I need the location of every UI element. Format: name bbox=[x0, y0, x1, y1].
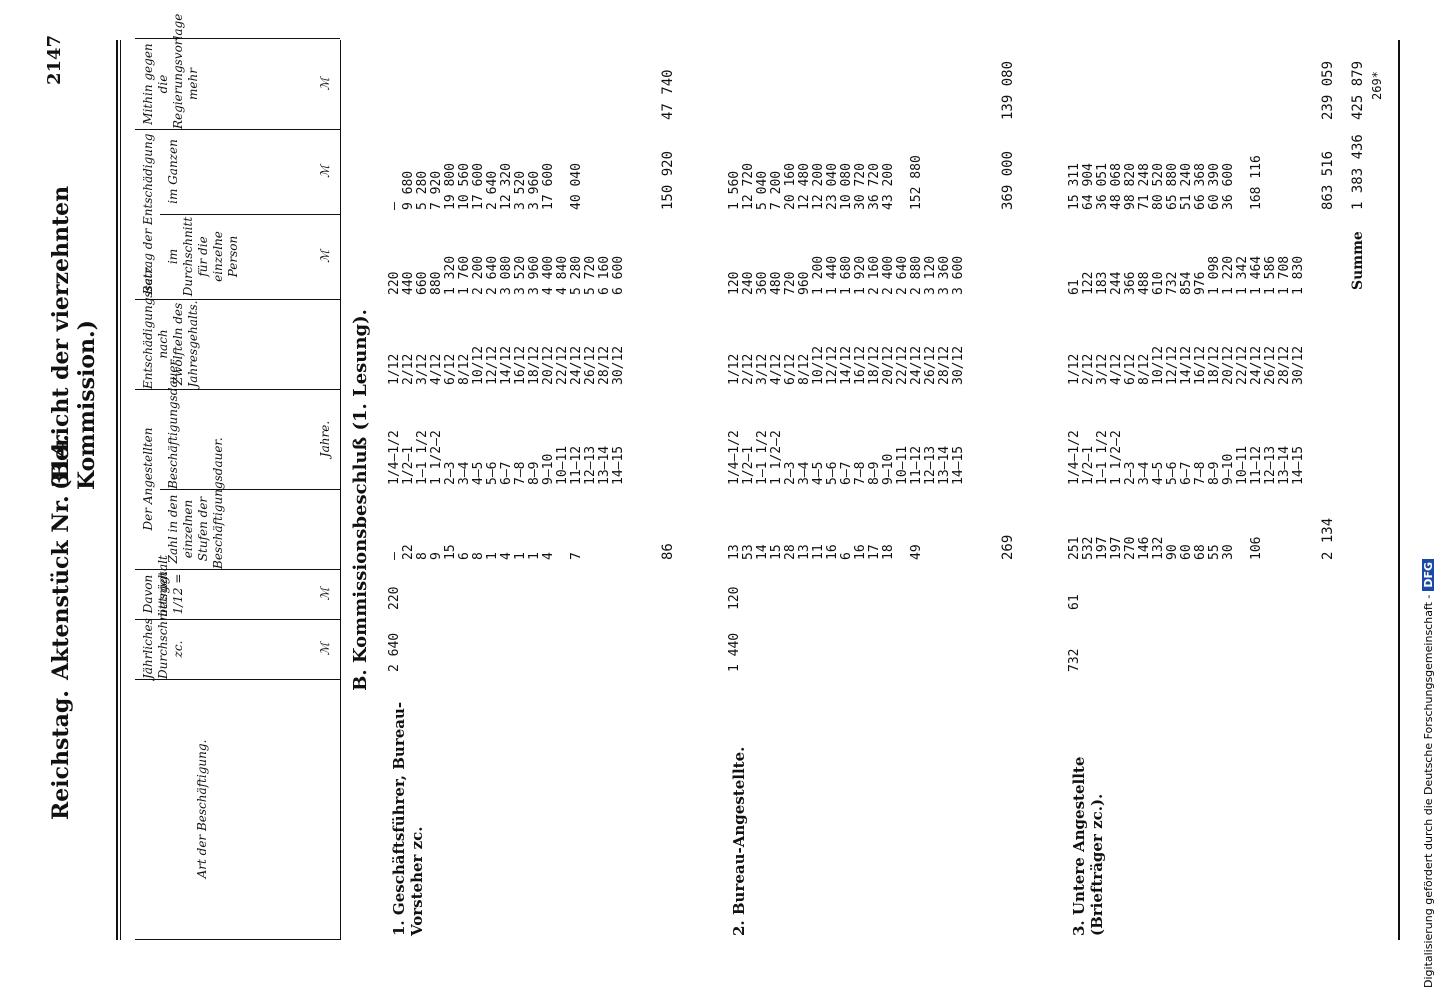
summary-label: Summe bbox=[1350, 231, 1366, 290]
row-twelfth: 61 bbox=[1067, 594, 1082, 610]
row-total: 1 560 12 720 5 040 7 200 20 160 12 480 1… bbox=[727, 155, 924, 210]
section-title: B. Kommissionsbeschluß (1. Lesung). bbox=[350, 309, 371, 691]
row-rates: 1/12 2/12 3/12 4/12 6/12 8/12 10/12 12/1… bbox=[1067, 345, 1306, 385]
col-total: im Ganzen ℳ bbox=[160, 129, 340, 215]
top-rule bbox=[116, 40, 118, 940]
row-twelfth: 220 bbox=[387, 586, 402, 610]
row-more: 239 059 bbox=[1320, 60, 1336, 120]
header-right: (Bericht der vierzehnten Kommission.) bbox=[48, 185, 100, 490]
table-row-3: 3. Untere Angestellte (Briefträger zc.).… bbox=[1060, 40, 1390, 940]
row-total: — 9 680 5 280 7 920 19 800 10 560 17 600… bbox=[387, 163, 584, 210]
summary-more: 425 879 bbox=[1350, 60, 1366, 120]
row-durations: 1/4—1/2 1/2—1 1—1 1/2 1 1/2—2 2—3 3—4 4—… bbox=[387, 430, 626, 485]
row-label: 3. Untere Angestellte (Briefträger zc.). bbox=[1070, 756, 1106, 936]
row-label: 2. Bureau-Angestellte. bbox=[730, 746, 748, 936]
row-counts: 251 532 197 197 270 146 132 90 60 68 55 … bbox=[1067, 536, 1264, 560]
col-per-person: im Durchschnitt für die einzelne Person … bbox=[160, 214, 340, 300]
row-per-person: 120 240 360 480 720 960 1 200 1 440 1 68… bbox=[727, 255, 966, 295]
row-counts: — 22 8 9 15 6 8 1 4 1 1 4 7 bbox=[387, 544, 584, 560]
row-total-sum: 369 000 bbox=[1000, 150, 1016, 210]
header-left: Reichstag. bbox=[48, 690, 74, 820]
col-davon: Davon beträgt 1/12 = ℳ bbox=[135, 569, 340, 620]
col-art: Art der Beschäftigung. bbox=[135, 679, 340, 940]
row-salary: 732 bbox=[1067, 648, 1082, 672]
table-row-1: 1. Geschäftsführer, Bureau-Vorsteher zc.… bbox=[380, 40, 720, 940]
row-more: 47 740 bbox=[660, 69, 676, 120]
dfg-logo: DFG bbox=[1422, 558, 1434, 591]
row-rates: 1/12 2/12 3/12 4/12 6/12 8/12 10/12 12/1… bbox=[727, 345, 966, 385]
row-count-sum: 2 134 bbox=[1320, 517, 1336, 560]
row-total: 15 311 64 904 36 051 48 068 98 820 71 24… bbox=[1067, 155, 1264, 210]
col-duration: Beschäftigungsdauer Jahre. bbox=[160, 360, 340, 490]
row-count-sum: 269 bbox=[1000, 534, 1016, 560]
row-per-person: 61 122 183 244 366 488 610 732 854 976 1… bbox=[1067, 255, 1306, 295]
footnote: 269* bbox=[1370, 71, 1384, 100]
header-rule bbox=[340, 40, 341, 940]
row-rates: 1/12 2/12 3/12 4/12 6/12 8/12 10/12 12/1… bbox=[387, 345, 626, 385]
bottom-rule bbox=[1398, 40, 1400, 940]
col-avg-salary: Jährliches Durchschnittsgehalt zc. ℳ bbox=[135, 555, 340, 680]
col-count: Zahl in den einzelnen Stufen der Beschäf… bbox=[160, 437, 340, 570]
row-salary: 2 640 bbox=[387, 632, 402, 672]
row-total-sum: 863 516 bbox=[1320, 150, 1336, 210]
row-more: 139 080 bbox=[1000, 60, 1016, 120]
rotated-document-page: Reichstag. Aktenstück Nr. 314. (Bericht … bbox=[20, 14, 1420, 980]
col-rate: Entschädigungssatz nach Zwölfteln des Ja… bbox=[135, 267, 340, 390]
row-counts: 13 53 14 15 28 13 11 16 6 16 17 18 49 bbox=[727, 544, 924, 560]
row-durations: 1/4—1/2 1/2—1 1—1 1/2 1 1/2—2 2—3 3—4 4—… bbox=[1067, 430, 1306, 485]
row-per-person: 220 440 660 880 1 320 1 760 2 200 2 640 … bbox=[387, 255, 626, 295]
digitization-note: Digitalisierung gefördert durch die Deut… bbox=[1422, 558, 1434, 988]
row-count-sum: 86 bbox=[660, 543, 676, 560]
row-durations: 1/4—1/2 1/2—1 1—1 1/2 1 1/2—2 2—3 3—4 4—… bbox=[727, 430, 966, 485]
row-twelfth: 120 bbox=[727, 586, 742, 610]
row-label: 1. Geschäftsführer, Bureau-Vorsteher zc. bbox=[390, 701, 426, 936]
top-rule-thin bbox=[120, 40, 121, 940]
table-row-2: 2. Bureau-Angestellte. 1 440 120 13 53 1… bbox=[720, 40, 1060, 940]
page-number: 2147 bbox=[44, 34, 65, 85]
row-total-sum: 150 920 bbox=[660, 150, 676, 210]
col-more: Mithin gegen die Regierungsvorlage mehr … bbox=[135, 14, 340, 130]
row-salary: 1 440 bbox=[727, 632, 742, 672]
summary-total: 1 383 436 bbox=[1350, 134, 1366, 210]
running-head: Reichstag. Aktenstück Nr. 314. (Bericht … bbox=[44, 20, 100, 980]
